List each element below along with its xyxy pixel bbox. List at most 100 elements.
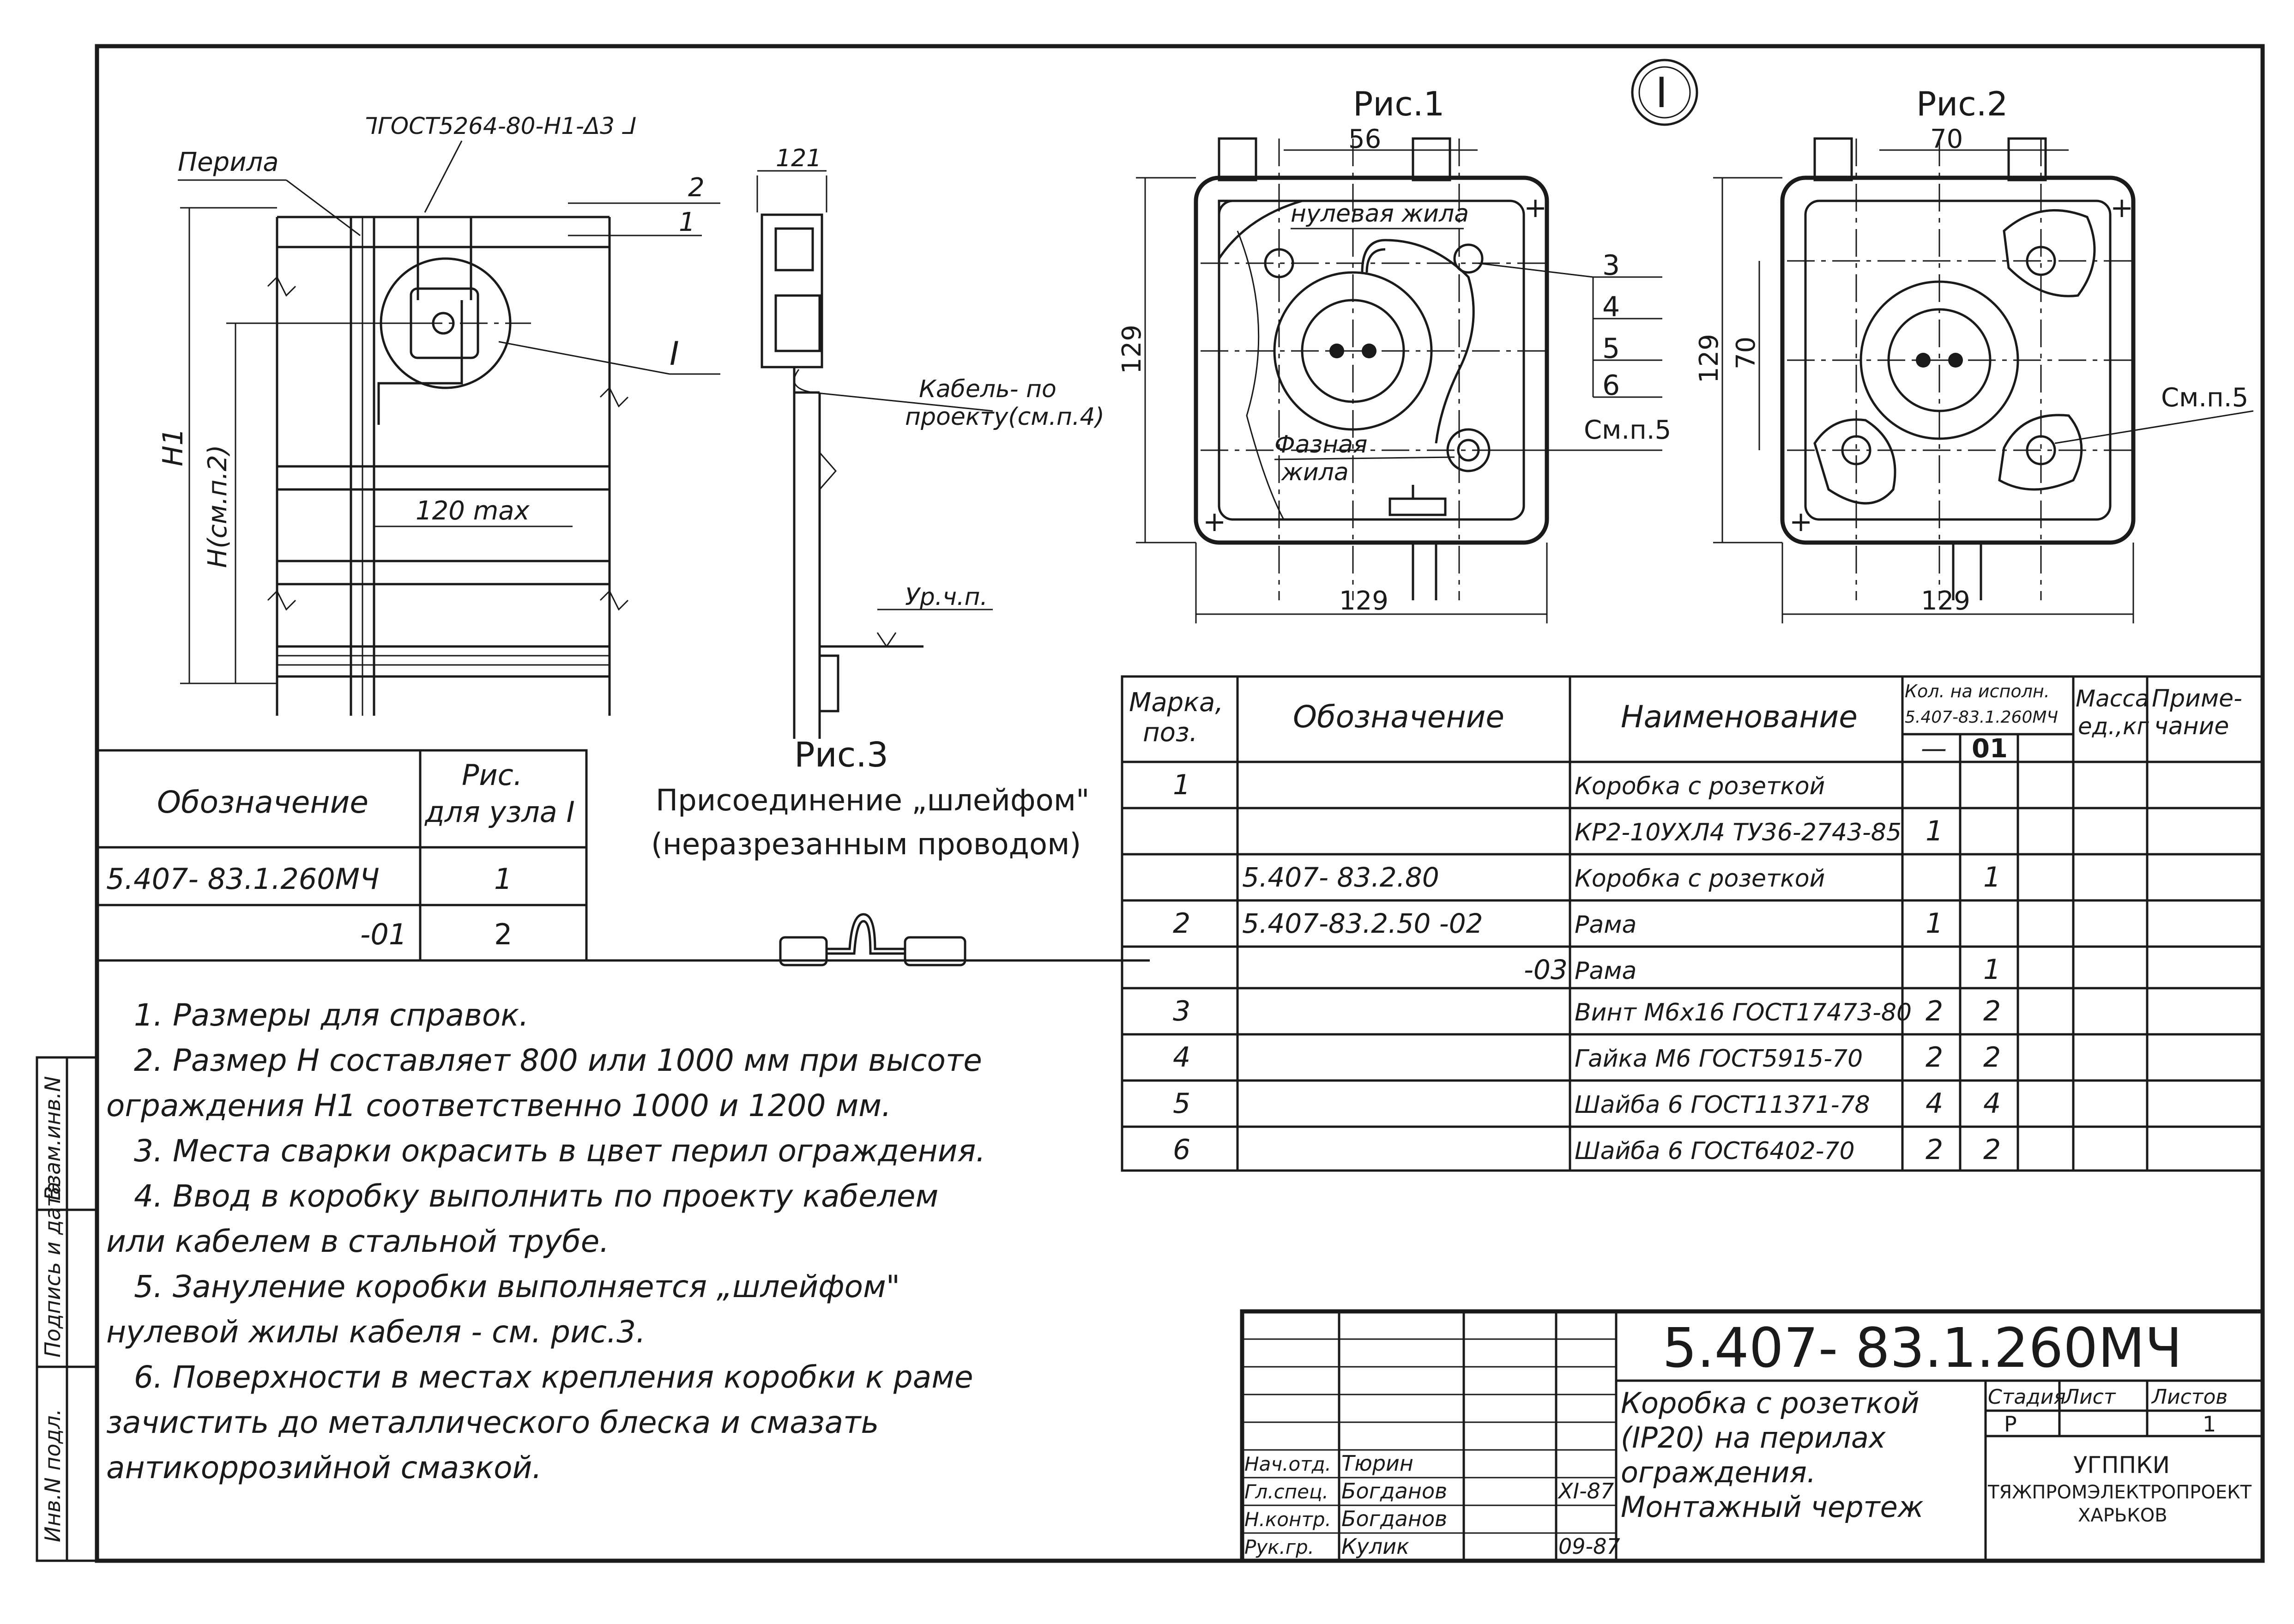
railing-figure: ⅂ГОСТ5264-80-Н1-Δ3 ⅃ Перила 2	[157, 113, 720, 716]
signature-cell: Богданов	[1341, 1479, 1447, 1503]
fig1-see-5: См.п.5	[1584, 415, 1671, 445]
fig1-dim-56: 56	[1348, 124, 1381, 154]
spec-cell: 1	[1983, 954, 2001, 986]
spec-header-name: Наименование	[1621, 699, 1858, 735]
spec-cell: 4	[1926, 1087, 1943, 1120]
svg-text:+: +	[1789, 506, 1812, 538]
note-line: 1. Размеры для справок.	[134, 997, 529, 1033]
fig1-pos-3: 3	[1602, 249, 1620, 282]
fig1-dim-129-bottom: 129	[1339, 586, 1388, 616]
drawing-name-4: Монтажный чертеж	[1621, 1490, 1924, 1524]
org-line-2: ТЯЖПРОМЭЛЕКТРОПРОЕКТ	[1987, 1482, 2252, 1503]
org-line-3: ХАРЬКОВ	[2078, 1505, 2167, 1526]
fig3-subtitle-2: (неразрезанным проводом)	[651, 827, 1081, 862]
fig1-box-view: Рис.1 56 нулевая жила Фазная жила	[1117, 85, 1671, 623]
note-line: нулевой жилы кабеля - см. рис.3.	[106, 1314, 646, 1350]
variants-row-2-designation: -01	[360, 918, 407, 951]
spec-cell: КР2-10УХЛ4 ТУ36-2743-85	[1575, 819, 1902, 846]
title-block: 5.407- 83.1.260МЧ Коробка с розеткой (IP…	[1240, 1309, 2265, 1563]
spec-cell: Шайба 6 ГОСТ6402-70	[1575, 1137, 1855, 1165]
signature-cell: Н.контр.	[1244, 1508, 1331, 1531]
spec-cell: 6	[1173, 1134, 1190, 1166]
floor-level-label: Ур.ч.п.	[905, 583, 988, 611]
fig1-phase-label-2: жила	[1281, 459, 1349, 486]
spec-cell: 2	[1926, 995, 1943, 1027]
h1-dimension: Н1	[157, 428, 189, 466]
note-line: зачистить до металлического блеска и сма…	[106, 1405, 879, 1440]
spec-cell: 2	[1983, 1041, 2001, 1074]
spec-header-mark-2: поз.	[1143, 718, 1197, 748]
fig1-pos-6: 6	[1602, 369, 1620, 402]
signature-cell: Нач.отд.	[1244, 1453, 1331, 1475]
spec-cell: 5.407-83.2.50 -02	[1242, 908, 1483, 939]
spec-header-variant-2: 01	[1972, 734, 2008, 764]
signature-cell: Гл.спец.	[1244, 1480, 1328, 1503]
drawing-code: 5.407- 83.1.260МЧ	[1662, 1316, 2182, 1380]
fig2-dim-70-inner: 70	[1731, 337, 1761, 369]
note-line: 3. Места сварки окрасить в цвет перил ог…	[134, 1133, 986, 1169]
note-line: 5. Зануление коробки выполняется „шлейфо…	[134, 1269, 900, 1304]
fig2-see-5: См.п.5	[2161, 383, 2248, 413]
drawing-name-2: (IP20) на перилах	[1621, 1421, 1886, 1455]
variants-row-1-fig: 1	[494, 862, 512, 896]
fig1-dim-129-left: 129	[1117, 325, 1147, 374]
fig2-dim-70: 70	[1930, 124, 1963, 154]
spec-cell: 5.407- 83.2.80	[1242, 862, 1439, 893]
signature-cell: Кулик	[1341, 1534, 1409, 1559]
spec-header-mass-2: ед.,кг	[2078, 713, 2149, 740]
spec-header-note: Приме-	[2152, 685, 2242, 712]
fig1-pos-5: 5	[1602, 332, 1620, 365]
spec-cell: 2	[1983, 1134, 2001, 1166]
node-circle-label: I	[1655, 69, 1668, 117]
fig2-box-view: Рис.2 70 См.п.5 129 70 12	[1694, 85, 2254, 623]
spec-cell: 4	[1983, 1087, 2001, 1120]
pos-2-label: 2	[688, 173, 705, 203]
spec-cell: 2	[1926, 1041, 1943, 1074]
spec-cell: 2	[1983, 995, 2001, 1027]
spec-cell: Коробка с розеткой	[1575, 773, 1825, 800]
cable-label-2: проекту(см.п.4)	[905, 403, 1105, 431]
variants-header-fig-2: для узла I	[424, 795, 575, 829]
stamp-sign-label: Подпись и дата	[40, 1182, 65, 1358]
railing-label: Перила	[178, 147, 279, 177]
spec-cell: 3	[1173, 995, 1190, 1027]
org-line-1: УГППКИ	[2073, 1452, 2170, 1479]
svg-text:+: +	[1203, 506, 1226, 538]
spec-cell: -03	[1524, 954, 1568, 985]
signature-cell: Богданов	[1341, 1506, 1447, 1531]
spec-cell: 1	[1983, 861, 2001, 894]
svg-text:+: +	[1524, 192, 1547, 224]
spec-header-variant-1: —	[1921, 734, 1947, 764]
spec-cell: Шайба 6 ГОСТ11371-78	[1575, 1091, 1870, 1119]
pos-1-label: 1	[679, 207, 695, 237]
fig2-title: Рис.2	[1916, 85, 2008, 123]
spec-cell: Рама	[1575, 957, 1636, 985]
note-line: 6. Поверхности в местах крепления коробк…	[134, 1359, 973, 1395]
drawing-name-3: ограждения.	[1621, 1455, 1816, 1489]
fig1-title: Рис.1	[1353, 85, 1445, 123]
spec-cell: 2	[1926, 1134, 1943, 1166]
gap-dimension: 120 max	[416, 496, 530, 526]
cable-label-1: Кабель- по	[919, 375, 1056, 403]
stamp-inv-label: Инв.N подл.	[40, 1409, 65, 1542]
signature-cell: Тюрин	[1341, 1451, 1413, 1476]
fig3-title: Рис.3	[794, 735, 888, 775]
fig3-subtitle: Присоединение „шлейфом"	[656, 784, 1089, 818]
side-view-figure: 121 Кабель- по проекту(см.п.4) Ур.ч.п. Р…	[651, 145, 1105, 966]
sheets-header: Листов	[2151, 1385, 2228, 1409]
spec-cell: 1	[1926, 907, 1943, 940]
fig2-dim-129-left: 129	[1694, 334, 1724, 383]
spec-cell: 2	[1173, 907, 1190, 940]
stage-header: Стадия	[1988, 1385, 2066, 1409]
fig2-dim-129-bottom: 129	[1921, 586, 1970, 616]
svg-text:+: +	[2110, 192, 2133, 224]
spec-cell: Коробка с розеткой	[1575, 865, 1825, 893]
spec-header-qty: Кол. на исполн.	[1905, 681, 2050, 701]
h-dimension: Н(см.п.2)	[203, 445, 233, 568]
variants-row-2-fig: 2	[494, 918, 512, 951]
sheet-header: Лист	[2063, 1385, 2116, 1409]
note-line: 2. Размер Н составляет 800 или 1000 мм п…	[134, 1043, 982, 1078]
spec-cell: 5	[1173, 1087, 1190, 1120]
